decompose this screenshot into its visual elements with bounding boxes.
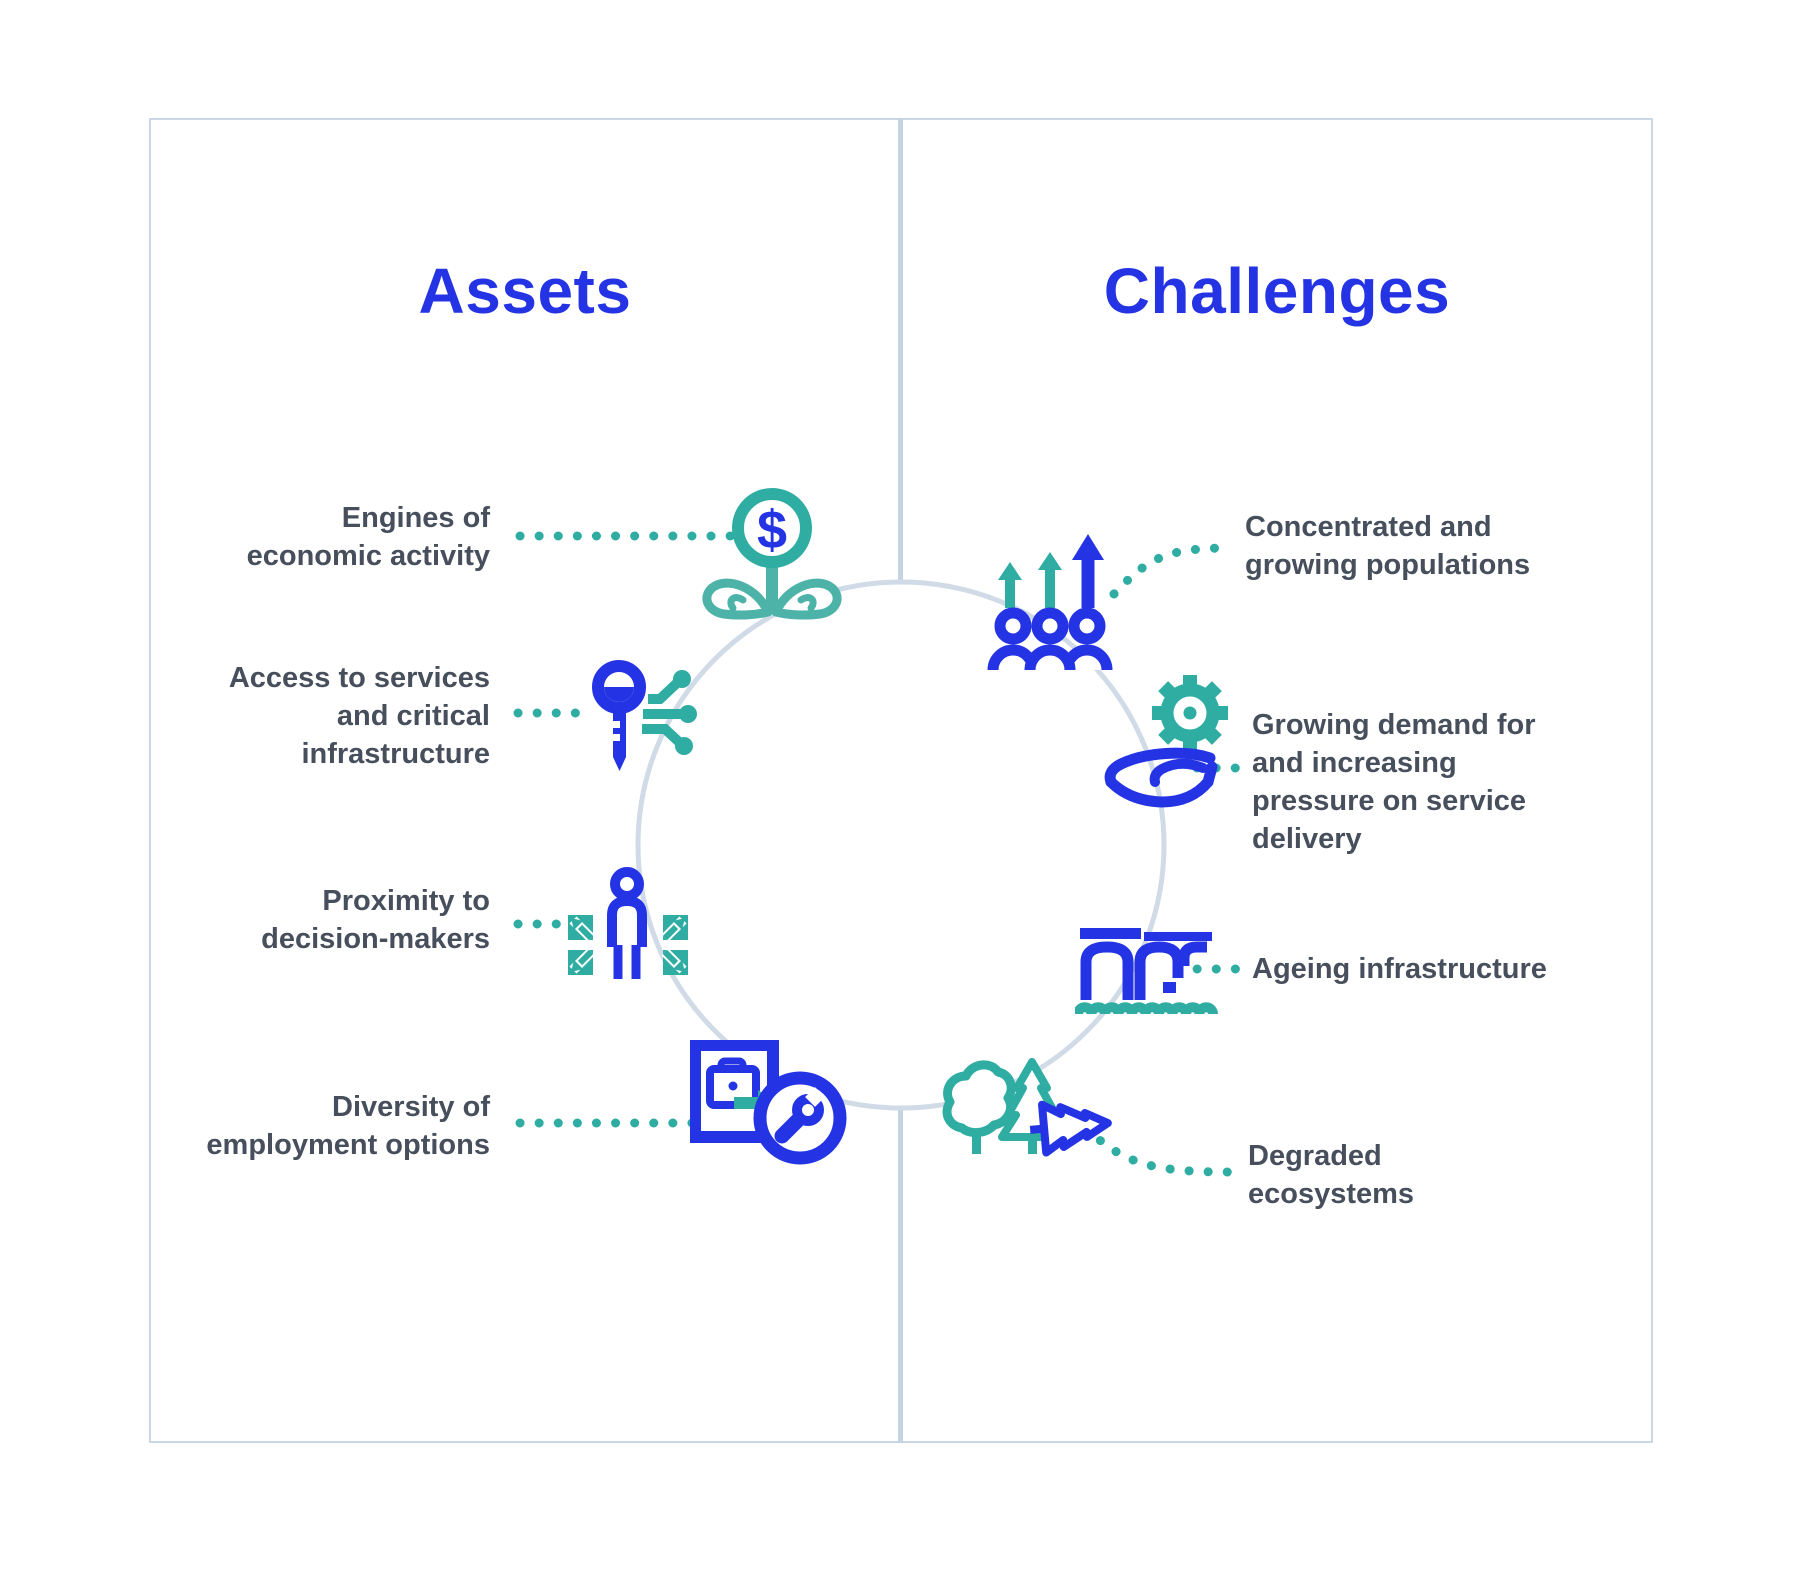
label-line: Access to services xyxy=(228,662,490,694)
label-proximity: Proximity to decision-makers xyxy=(130,882,490,958)
gear-hand-icon xyxy=(1090,655,1240,815)
label-line: Proximity to xyxy=(322,885,490,917)
label-line: Diversity of xyxy=(332,1091,490,1123)
label-line: and critical xyxy=(336,700,490,732)
label-line: delivery xyxy=(1252,823,1362,855)
label-infrastructure: Ageing infrastructure xyxy=(1252,950,1592,988)
label-line: pressure on service xyxy=(1252,785,1527,817)
population-growth-icon xyxy=(985,520,1120,675)
label-line: infrastructure xyxy=(301,738,490,770)
person-expand-icon xyxy=(550,855,700,985)
label-line: Concentrated and xyxy=(1245,511,1492,543)
challenges-title: Challenges xyxy=(1103,255,1451,327)
label-line: employment options xyxy=(206,1129,490,1161)
key-circuit-icon xyxy=(580,645,815,785)
label-line: Ageing infrastructure xyxy=(1252,953,1547,985)
money-plant-icon: $ xyxy=(693,482,853,622)
hub-circle xyxy=(635,579,1167,1111)
label-line: and increasing xyxy=(1252,747,1457,779)
label-line: growing populations xyxy=(1245,549,1531,581)
label-line: Engines of xyxy=(341,502,490,534)
assets-title: Assets xyxy=(418,255,632,327)
label-line: economic activity xyxy=(246,540,490,572)
label-line: Degraded xyxy=(1248,1140,1382,1172)
ageing-bridge-icon xyxy=(1075,922,1220,1022)
clipboard-wrench-icon xyxy=(690,1040,870,1190)
label-engines: Engines of economic activity xyxy=(130,499,490,575)
svg-text:$: $ xyxy=(757,500,787,560)
dotted-connector-ecosystems xyxy=(1081,1123,1236,1177)
label-populations: Concentrated and growing populations xyxy=(1245,508,1585,584)
label-ecosystems: Degraded ecosystems xyxy=(1248,1137,1588,1213)
label-access: Access to services and critical infrastr… xyxy=(130,659,490,773)
label-service-delivery: Growing demand for and increasing pressu… xyxy=(1252,706,1592,858)
label-line: decision-makers xyxy=(261,923,490,955)
dotted-connector-populations xyxy=(1109,543,1235,599)
fallen-tree-icon xyxy=(940,1048,1125,1178)
label-line: ecosystems xyxy=(1248,1178,1415,1210)
label-diversity: Diversity of employment options xyxy=(130,1088,490,1164)
label-line: Growing demand for xyxy=(1252,709,1536,741)
